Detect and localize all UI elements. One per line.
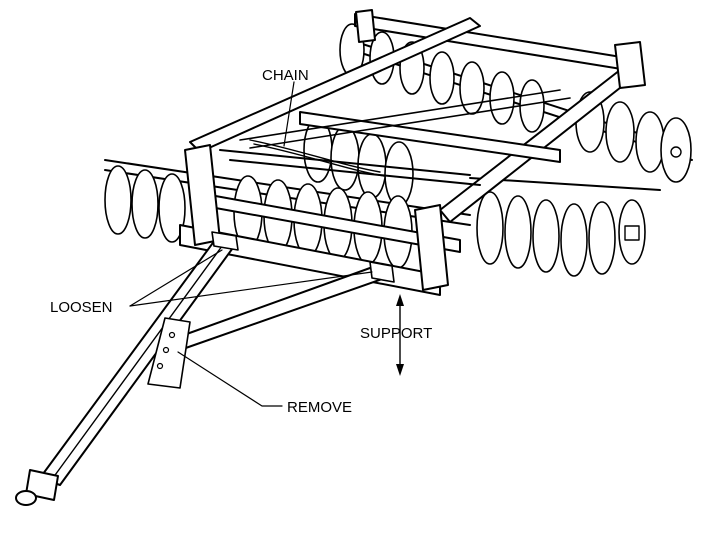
chain-label: CHAIN [262, 67, 309, 84]
remove-label: REMOVE [287, 399, 352, 416]
loosen-leader-right [129, 271, 373, 307]
front-right-disc-gang [469, 177, 661, 277]
loosen-leader-left [129, 249, 223, 307]
hitch-tongue [15, 231, 395, 506]
support-arrow-up-head [396, 294, 404, 306]
chain-leader [283, 81, 295, 147]
chain [249, 139, 385, 177]
support-arrow-down-head [396, 364, 404, 376]
callout-leaders [129, 81, 404, 407]
remove-leader [177, 351, 283, 407]
main-frame [179, 9, 646, 296]
loosen-label: LOOSEN [50, 299, 113, 316]
support-label: SUPPORT [360, 325, 432, 342]
